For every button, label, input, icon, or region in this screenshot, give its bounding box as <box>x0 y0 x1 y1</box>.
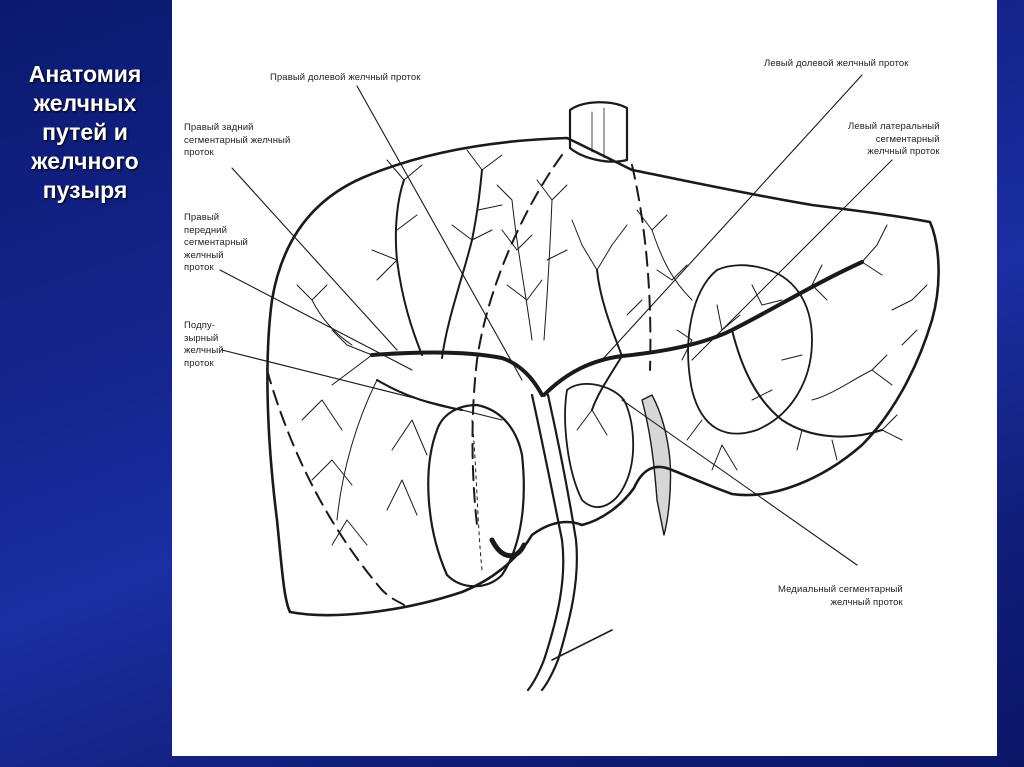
right-divider-dashed <box>266 369 405 606</box>
label-right-anterior-duct: Правый передний сегментарный желчный про… <box>184 212 248 273</box>
slide-title: Анатомия желчных путей и желчного пузыря <box>28 61 142 203</box>
gallbladder <box>427 403 525 588</box>
anterior-branch <box>441 169 483 359</box>
segment-divider-dashed <box>631 164 652 371</box>
label-left-lobar-duct: Левый долевой желчный проток <box>764 58 909 69</box>
posterior-branch <box>394 179 423 356</box>
figure-panel: Правый долевой желчный проток Левый доле… <box>172 0 997 756</box>
label-left-lateral-duct: Левый латеральный сегментарный желчный п… <box>848 121 940 157</box>
left-lateral-branch <box>731 329 883 438</box>
label-right-lobar-duct: Правый долевой желчный проток <box>270 72 421 83</box>
liver-diagram <box>219 74 940 692</box>
subvesical-branch <box>376 379 463 411</box>
lobe-divider-dashed <box>471 154 563 526</box>
label-subvesical-duct: Подпу- зырный желчный проток <box>184 320 224 369</box>
label-medial-duct: Медиальный сегментарный желчный проток <box>778 584 903 608</box>
medial-branch <box>591 269 623 411</box>
liver-outline <box>266 136 940 617</box>
vena-cava <box>568 101 629 163</box>
right-hepatic-duct <box>370 350 544 397</box>
leader-lines <box>219 74 893 566</box>
ligamentum <box>641 394 672 536</box>
left-hepatic-duct <box>542 260 864 397</box>
common-bile-duct <box>526 393 565 692</box>
label-right-posterior-duct: Правый задний сегментарный желчный прото… <box>184 122 291 158</box>
fine-ducts <box>296 149 928 546</box>
